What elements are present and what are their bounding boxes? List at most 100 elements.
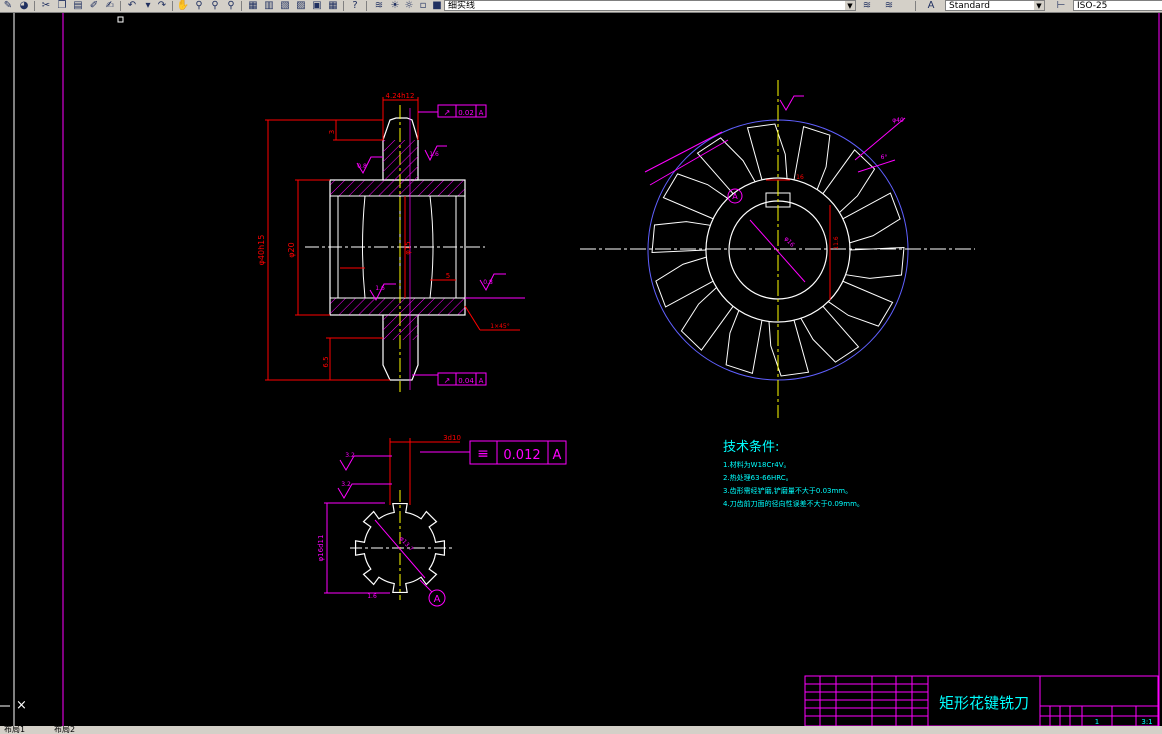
publish-icon[interactable]: ✎ — [3, 0, 13, 11]
pan-icon[interactable]: ✋ — [176, 0, 190, 11]
roughness-symbol — [369, 283, 396, 302]
cutter-teeth — [651, 123, 905, 377]
layer-on-icon[interactable]: ☀ — [390, 0, 400, 11]
cutter-tooth — [651, 221, 711, 254]
datum-symbol-circle — [428, 589, 446, 607]
spline-section-view: φ13.7 φ16d11 3d10 ≡ 0.012 A 3.2 3.2 1.6 … — [317, 434, 567, 607]
gdt-frame-symmetry — [469, 440, 567, 465]
cutter-tooth — [827, 280, 894, 327]
toolbar-separator — [343, 1, 344, 11]
root-circle — [705, 177, 851, 323]
ucs-icon: × — [0, 698, 27, 713]
cutter-tooth — [800, 305, 860, 363]
layer-dropdown[interactable]: 细实线 ▼ — [444, 0, 856, 11]
undo-dropdown-icon[interactable]: ▾ — [145, 0, 151, 11]
layout-tab-bar: 布局1 布局2 — [0, 726, 1162, 734]
cutter-tooth — [768, 320, 810, 377]
match-properties-icon[interactable]: ✐ — [89, 0, 99, 11]
tab-layout-2[interactable]: 布局2 — [54, 726, 76, 734]
note-2: 2.热处理63-66HRC。 — [723, 473, 793, 482]
sheet-set-icon[interactable]: ▨ — [296, 0, 306, 11]
redo-icon[interactable]: ↷ — [157, 0, 167, 11]
quickcalc-icon[interactable]: ▦ — [328, 0, 338, 11]
layer-lock-icon[interactable]: ▫ — [419, 0, 427, 11]
chevron-down-icon[interactable]: ▼ — [1034, 1, 1044, 10]
copy-icon[interactable]: ❐ — [57, 0, 67, 11]
layer-manager-icon[interactable]: ≋ — [374, 0, 384, 11]
roughness-symbol — [356, 156, 383, 175]
toolbar-separator — [915, 1, 916, 11]
toolbar-separator — [34, 1, 35, 11]
zoom-realtime-icon[interactable]: ⚲ — [195, 0, 203, 11]
dim-spline-width: 3d10 — [443, 434, 461, 442]
dim-tooth-line — [644, 131, 723, 173]
leader-angle — [857, 159, 896, 173]
chevron-down-icon[interactable]: ▼ — [845, 1, 855, 10]
zoom-previous-icon[interactable]: ⚲ — [227, 0, 235, 11]
hatch-bottom — [329, 297, 466, 316]
rough-08b: 0.8 — [483, 279, 493, 286]
cutter-tooth — [680, 287, 734, 351]
rough-32b: 3.2 — [341, 481, 351, 488]
chamfer-leader — [464, 305, 481, 331]
dim-bore-r: φ16 — [783, 235, 796, 248]
toolbar-separator — [172, 1, 173, 11]
dim-tooth-line — [649, 139, 729, 186]
dim-3: 3 — [328, 130, 336, 134]
tooth-bottom-outline — [382, 315, 419, 381]
scale: 3:1 — [1141, 718, 1152, 726]
dimension-style-dropdown[interactable]: ISO-25 — [1073, 0, 1162, 11]
roughness-symbol — [779, 95, 804, 111]
make-current-layer-icon[interactable]: ≋ — [862, 0, 872, 11]
text-style-icon[interactable]: A — [927, 0, 935, 11]
layer-color-icon[interactable]: ■ — [432, 0, 442, 11]
notes-title: 技术条件: — [723, 439, 779, 455]
quantity: 1 — [1095, 718, 1099, 726]
runout-icon: ↗ — [444, 376, 451, 385]
layer-freeze-icon[interactable]: ☼ — [404, 0, 414, 11]
tab-layout-1[interactable]: 布局1 — [4, 726, 26, 734]
undo-icon[interactable]: ↶ — [127, 0, 137, 11]
gdt-sym-datum: A — [553, 448, 562, 463]
cutter-tooth — [845, 246, 905, 279]
toolbar-separator — [120, 1, 121, 11]
layer-name: 细实线 — [448, 1, 476, 11]
help-icon[interactable]: ? — [352, 0, 358, 11]
cut-icon[interactable]: ✂ — [41, 0, 51, 11]
design-center-icon[interactable]: ▥ — [264, 0, 274, 11]
tool-palettes-icon[interactable]: ▧ — [280, 0, 290, 11]
gdt-bottom-datum: A — [479, 377, 484, 385]
text-style-dropdown[interactable]: Standard ▼ — [945, 0, 1045, 11]
spline-outline — [354, 502, 446, 594]
datum-circle: A — [434, 594, 441, 605]
grip-square[interactable] — [117, 16, 124, 23]
cutter-tooth — [793, 125, 831, 190]
note-4: 4.刀齿前刀面的径向性误差不大于0.09mm。 — [723, 499, 864, 508]
gdt-bottom-tol: 0.04 — [458, 377, 474, 385]
cutter-tooth — [696, 137, 756, 195]
section-view: φ40h15 φ20 φ15 4.24h12 ↗ 0.02 A 3 6.5 5 — [257, 92, 525, 392]
rough-16c: 1.6 — [367, 593, 377, 600]
dimension-style-icon[interactable]: ⊢ — [1056, 0, 1066, 11]
block-editor-icon[interactable]: ✍ — [105, 0, 115, 11]
markup-icon[interactable]: ▣ — [312, 0, 322, 11]
rough-16b: 1.6 — [429, 151, 439, 158]
gdt-frame-bottom — [437, 372, 487, 386]
properties-icon[interactable]: ▦ — [248, 0, 258, 11]
dim-angle: 6° — [881, 154, 888, 161]
globe-icon[interactable]: ◕ — [19, 0, 29, 11]
dimension-style-name: ISO-25 — [1077, 1, 1108, 11]
cutter-tooth — [842, 192, 901, 244]
gdt-top-datum: A — [479, 109, 484, 117]
dim-face-dia: φ40 — [892, 117, 904, 124]
model-space-canvas[interactable]: φ40h15 φ20 φ15 4.24h12 ↗ 0.02 A 3 6.5 5 — [0, 13, 1162, 727]
dim-spline-minor: φ13.7 — [398, 535, 415, 553]
gdt-frame-top — [437, 104, 487, 118]
roughness-symbol — [424, 145, 447, 162]
ucs-x-icon: × — [16, 698, 27, 713]
dim-key-w: 16 — [796, 174, 804, 181]
paste-icon[interactable]: ▤ — [73, 0, 83, 11]
part-name: 矩形花键铣刀 — [939, 694, 1029, 712]
zoom-window-icon[interactable]: ⚲ — [211, 0, 219, 11]
layer-previous-icon[interactable]: ≋ — [884, 0, 894, 11]
